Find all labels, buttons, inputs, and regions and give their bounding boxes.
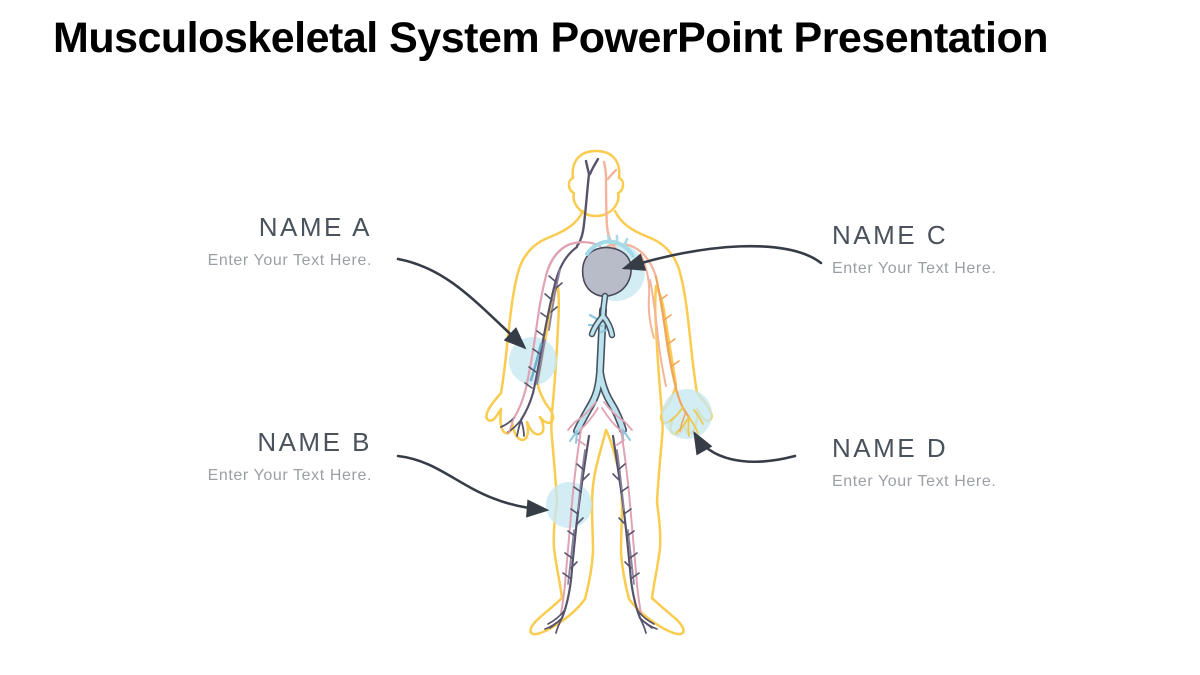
callout-d-text: Enter Your Text Here. (832, 472, 997, 490)
callout-a: NAME A Enter Your Text Here. (208, 213, 372, 270)
neck-artery (602, 160, 618, 250)
vascular-system (500, 157, 704, 634)
callout-arrows (396, 244, 823, 518)
right-leg-vessels (611, 429, 658, 634)
callout-arrow-b (396, 454, 550, 518)
callout-c-name: NAME C (832, 220, 949, 250)
callout-d: NAME D Enter Your Text Here. (832, 434, 996, 491)
callout-arrow-a (396, 257, 527, 350)
callout-c: NAME C Enter Your Text Here. (832, 221, 996, 278)
neck-vein (575, 157, 600, 248)
highlight-knee (546, 482, 592, 528)
callout-b: NAME B Enter Your Text Here. (208, 428, 372, 485)
callout-d-name: NAME D (832, 433, 949, 463)
callout-arrow-d (693, 431, 797, 463)
left-arm-vessels (500, 243, 579, 437)
left-leg-vessels (544, 429, 591, 634)
callout-b-name: NAME B (257, 427, 372, 457)
callout-a-name: NAME A (258, 212, 372, 242)
slide-title: Musculoskeletal System PowerPoint Presen… (53, 14, 1048, 62)
heart-shape (581, 234, 635, 339)
callout-c-text: Enter Your Text Here. (832, 259, 997, 277)
central-vein (569, 306, 631, 444)
callout-a-text: Enter Your Text Here. (207, 251, 372, 269)
callout-arrow-c (621, 244, 823, 271)
callout-b-text: Enter Your Text Here. (207, 466, 372, 484)
head-outline (567, 149, 625, 218)
pelvic-arteries (567, 401, 633, 446)
